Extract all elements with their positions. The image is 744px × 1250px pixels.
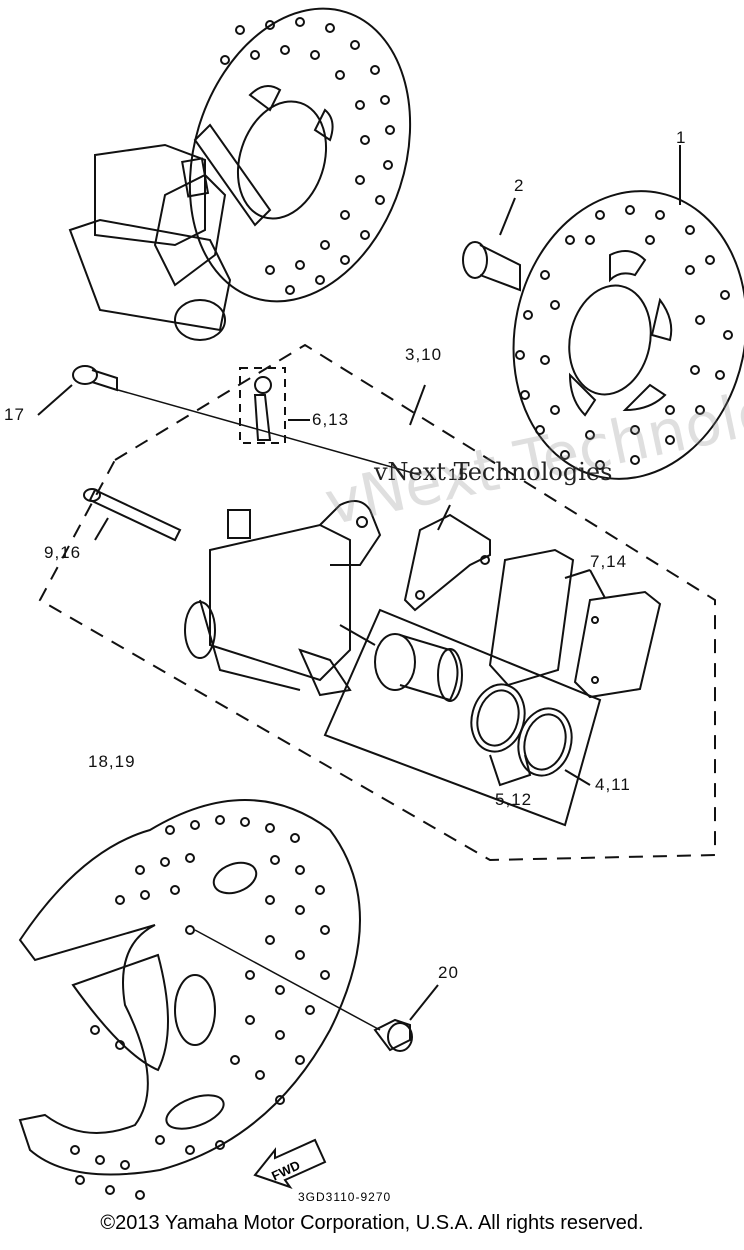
callout-7-14: 7,14 <box>590 552 628 571</box>
copyright-notice: ©2013 Yamaha Motor Corporation, U.S.A. A… <box>100 1212 644 1234</box>
leader-4-11 <box>564 769 591 786</box>
callout-17: 17 <box>4 405 25 424</box>
watermark-small: vNext Technologies <box>374 458 613 486</box>
bolt-2 <box>462 197 521 292</box>
brake-disc-1 <box>512 190 744 480</box>
callout-3-10: 3,10 <box>405 345 443 364</box>
assembled-caliper <box>68 123 272 341</box>
slide-pin <box>83 488 182 542</box>
fwd-arrow-icon <box>253 1138 327 1189</box>
piston-seal-inset <box>323 608 602 827</box>
part-code: 3GD3110-9270 <box>298 1190 392 1204</box>
callout-1: 1 <box>676 128 687 147</box>
callout-4-11: 4,11 <box>595 775 631 794</box>
brake-disc-18 <box>18 799 381 1200</box>
assembled-brake-disc <box>188 7 412 303</box>
callout-5-12: 5,12 <box>495 790 533 809</box>
bleeder-screw <box>239 367 310 444</box>
caliper-kit-outline <box>38 343 716 862</box>
callout-2: 2 <box>514 176 525 195</box>
bolt-20 <box>373 984 439 1052</box>
callout-6-13: 6,13 <box>312 410 350 429</box>
callout-15: 15 <box>448 465 469 484</box>
piston-seals <box>470 683 573 787</box>
caliper-body <box>184 500 382 697</box>
callout-20: 20 <box>438 963 459 982</box>
brake-pads <box>488 548 662 699</box>
piston <box>339 624 463 702</box>
bolt-17 <box>37 365 421 476</box>
leader-3-10 <box>409 384 426 426</box>
pad-support <box>403 504 491 612</box>
callout-18-19: 18,19 <box>88 752 136 771</box>
callout-9-16: 9,16 <box>44 543 82 562</box>
